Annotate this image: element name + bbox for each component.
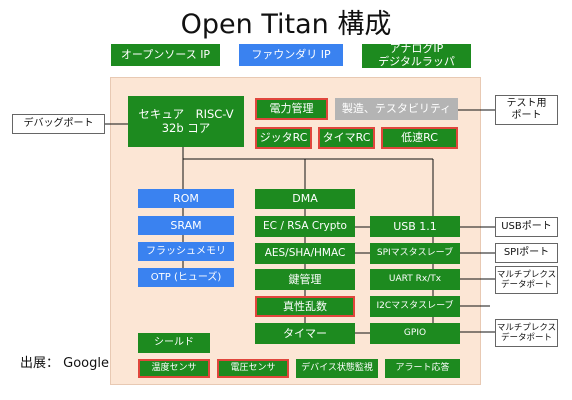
sram-label: SRAM: [170, 218, 202, 232]
mux-data-port-1: マルチプレクスデータポート: [495, 266, 558, 294]
gpio-label: GPIO: [403, 328, 427, 339]
i2c-block: I2Cマスタスレーブ: [370, 296, 460, 317]
uart-label: UART Rx/Tx: [388, 274, 442, 285]
dma-block: DMA: [255, 189, 355, 209]
spi-port-label: SPIポート: [503, 247, 550, 258]
cpu-block: セキュア RISC-V 32b コア: [128, 96, 244, 147]
test-port-line2: ポート: [511, 110, 542, 121]
voltage-sensor-label: 電圧センサ: [230, 363, 276, 374]
source-credit: 出展： Google: [20, 356, 109, 371]
alert-response-block: アラート応答: [385, 359, 460, 378]
jitter-rc-label: ジッタRC: [259, 131, 308, 145]
debug-port-label: デバッグポート: [23, 118, 94, 129]
flash-memory-block: フラッシュメモリ: [138, 242, 234, 261]
legend-open-source-label: オープンソース IP: [120, 47, 211, 61]
spi-port: SPIポート: [495, 243, 558, 263]
gpio-block: GPIO: [370, 323, 460, 344]
shield-block: シールド: [138, 333, 210, 353]
shield-label: シールド: [154, 337, 194, 348]
timer-rc-block: タイマRC: [318, 127, 375, 149]
aes-sha-hmac-label: AES/SHA/HMAC: [264, 247, 346, 260]
flash-memory-label: フラッシュメモリ: [146, 245, 226, 257]
power-management-block: 電力管理: [255, 98, 328, 120]
uart-block: UART Rx/Tx: [370, 269, 460, 290]
mux-port2-line1: マルチプレクス: [496, 322, 557, 333]
debug-port: デバッグポート: [12, 114, 105, 134]
legend-analog-line2: デジタルラッパ: [378, 55, 455, 68]
device-monitor-block: デバイス状態監視: [296, 359, 378, 378]
legend-foundry: ファウンダリ IP: [237, 42, 345, 68]
manufacturing-test-label: 製造、テスタビリティ: [341, 102, 452, 116]
cpu-label-line1: セキュア RISC-V: [138, 106, 234, 121]
test-port-line1: テスト用: [506, 98, 547, 109]
mux-port1-line1: マルチプレクス: [496, 269, 557, 280]
cpu-label-line2: 32b コア: [161, 120, 211, 135]
ec-rsa-crypto-label: EC / RSA Crypto: [263, 220, 347, 233]
manufacturing-test-block: 製造、テスタビリティ: [335, 98, 458, 120]
alert-response-label: アラート応答: [395, 363, 450, 374]
test-port: テスト用ポート: [495, 95, 558, 125]
usb-block: USB 1.1: [370, 216, 460, 237]
legend-analog-line1: アナログIP: [389, 42, 444, 56]
sram-block: SRAM: [138, 216, 234, 235]
temperature-sensor-label: 温度センサ: [151, 363, 197, 374]
usb-port-label: USBポート: [501, 221, 552, 232]
usb-port: USBポート: [495, 217, 558, 237]
temperature-sensor-block: 温度センサ: [138, 359, 210, 378]
voltage-sensor-block: 電圧センサ: [217, 359, 289, 378]
power-management-label: 電力管理: [269, 102, 314, 116]
key-management-label: 鍵管理: [288, 272, 322, 286]
legend-open-source: オープンソース IP: [109, 42, 222, 68]
low-speed-rc-block: 低速RC: [381, 127, 458, 149]
timer-label: タイマー: [283, 326, 327, 340]
timer-rc-label: タイマRC: [322, 131, 371, 145]
mux-data-port-2: マルチプレクスデータポート: [495, 319, 558, 347]
spi-label: SPIマスタスレーブ: [376, 248, 454, 259]
dma-label: DMA: [292, 192, 318, 206]
jitter-rc-block: ジッタRC: [255, 127, 312, 149]
mux-port2-line2: データポート: [500, 333, 552, 343]
low-speed-rc-label: 低速RC: [401, 131, 438, 145]
spi-block: SPIマスタスレーブ: [370, 243, 460, 264]
page-title: Open Titan 構成: [180, 9, 392, 40]
rom-block: ROM: [138, 189, 234, 208]
usb-label: USB 1.1: [393, 219, 437, 233]
aes-sha-hmac-block: AES/SHA/HMAC: [255, 243, 355, 264]
otp-label: OTP (ヒューズ): [150, 271, 222, 283]
mux-port1-line2: データポート: [500, 280, 552, 290]
otp-block: OTP (ヒューズ): [138, 268, 234, 287]
legend-foundry-label: ファウンダリ IP: [251, 47, 331, 61]
key-management-block: 鍵管理: [255, 269, 355, 290]
trng-label: 真性乱数: [283, 299, 327, 313]
device-monitor-label: デバイス状態監視: [301, 363, 373, 374]
trng-block: 真性乱数: [255, 296, 355, 317]
rom-label: ROM: [173, 191, 199, 205]
ec-rsa-crypto-block: EC / RSA Crypto: [255, 216, 355, 237]
i2c-label: I2Cマスタスレーブ: [376, 301, 454, 312]
timer-block: タイマー: [255, 323, 355, 344]
